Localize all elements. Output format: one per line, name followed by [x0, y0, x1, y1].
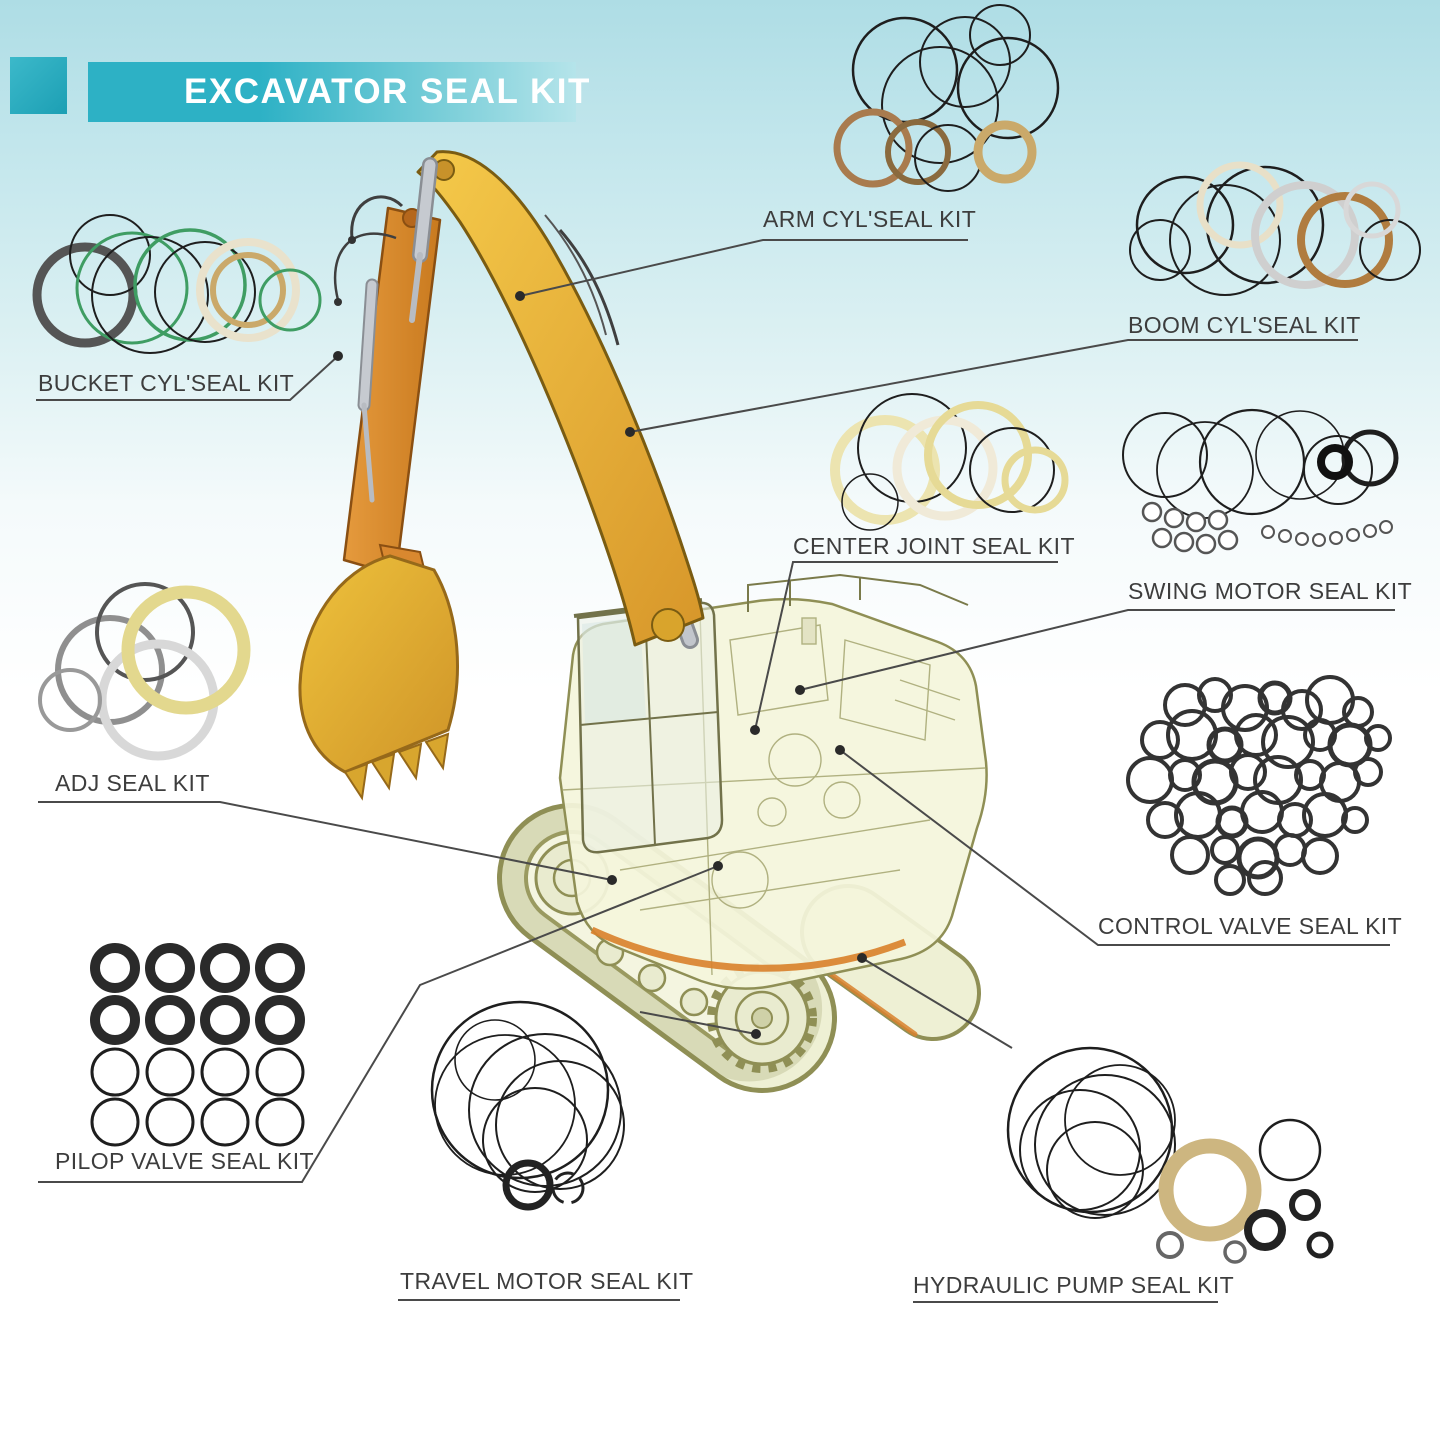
arm-cyl-seal-rings-image [833, 4, 1060, 192]
pilop-valve-seal-rings-image [90, 943, 305, 1147]
travel-motor-leader-line [639, 1011, 757, 1035]
boom-cyl-leader-line [629, 339, 1358, 433]
swing-motor-seal-rings-image [1122, 408, 1399, 555]
arm-cyl-leader-line [519, 239, 968, 297]
excavator-illustration [298, 150, 988, 1093]
label-hydraulic-pump-seal-kit: HYDRAULIC PUMP SEAL KIT [913, 1272, 1235, 1298]
cab-window [582, 617, 646, 724]
label-arm-cyl-seal-kit: ARM CYL'SEAL KIT [763, 206, 977, 232]
label-travel-motor-seal-kit: TRAVEL MOTOR SEAL KIT [400, 1268, 694, 1294]
label-boom-cyl-seal-kit: BOOM CYL'SEAL KIT [1128, 312, 1361, 338]
label-center-joint-seal-kit: CENTER JOINT SEAL KIT [793, 533, 1075, 559]
track-sprocket [707, 963, 817, 1073]
label-pilop-valve-seal-kit: PILOP VALVE SEAL KIT [55, 1148, 314, 1174]
bucket-cyl-seal-rings-image [32, 214, 322, 354]
center-joint-seal-rings-image [830, 393, 1069, 531]
travel-motor-seal-rings-image [430, 1000, 625, 1211]
adj-leader-line [38, 801, 613, 881]
handrail [747, 573, 969, 612]
boom-cyl-seal-rings-image [1129, 161, 1421, 296]
bucket [298, 543, 459, 801]
label-control-valve-seal-kit: CONTROL VALVE SEAL KIT [1098, 913, 1403, 939]
page-title: EXCAVATOR SEAL KIT [184, 72, 591, 111]
control-valve-leader-line [839, 749, 1390, 946]
label-swing-motor-seal-kit: SWING MOTOR SEAL KIT [1128, 578, 1413, 604]
brand-square [10, 57, 67, 114]
swing-motor-leader-line [799, 609, 1395, 691]
boom [416, 150, 705, 647]
label-bucket-cyl-seal-kit: BUCKET CYL'SEAL KIT [38, 370, 295, 396]
bucket-cylinder [357, 278, 379, 503]
control-valve-seal-rings-image [1126, 675, 1392, 896]
title-banner: EXCAVATOR SEAL KIT [88, 62, 589, 122]
cab [573, 598, 724, 854]
center-joint-leader-line [754, 561, 1058, 731]
bucket-cyl-leader-line [36, 355, 339, 401]
hydraulic-pump-leader-line [861, 957, 1013, 1049]
pilop-valve-leader-line [38, 865, 719, 1183]
hydraulic-pump-seal-rings-image [1006, 1046, 1334, 1264]
label-adj-seal-kit: ADJ SEAL KIT [55, 770, 210, 796]
leader-lines [36, 239, 1395, 1303]
arm-cylinder [409, 157, 438, 323]
adj-seal-rings-image [38, 582, 251, 761]
hydraulic-hoses [333, 195, 620, 346]
